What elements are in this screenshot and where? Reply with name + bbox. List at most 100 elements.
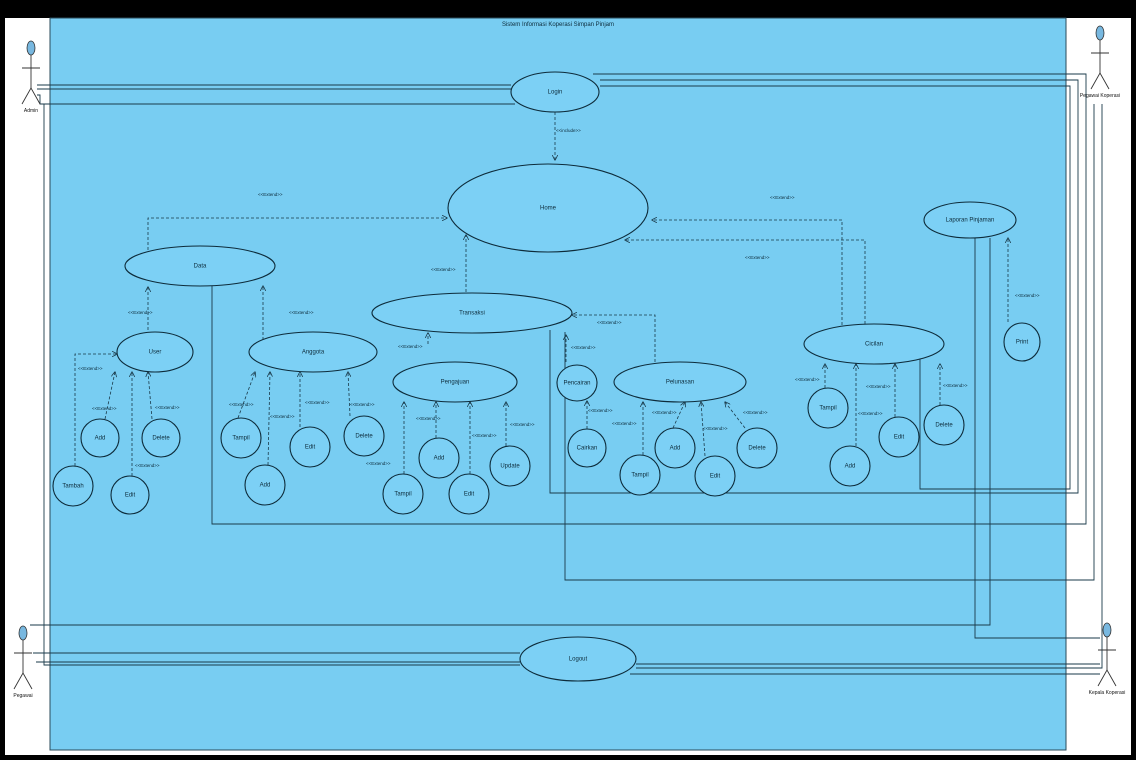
usecase-ellipse	[613, 361, 747, 403]
usecase-anggota: Anggota	[248, 331, 378, 373]
relation-arrow	[725, 402, 746, 429]
usecase-label: Delete	[748, 446, 766, 452]
usecase-ellipse	[519, 636, 637, 682]
usecase-label: Add	[670, 446, 681, 452]
usecase-ellipse	[343, 415, 385, 457]
usecase-label: Delete	[355, 434, 373, 440]
relation-arrow	[625, 240, 866, 324]
usecase-l_tampil: Tampil	[619, 454, 661, 496]
usecase-pelunasan: Pelunasan	[613, 361, 747, 403]
usecase-ellipse	[807, 387, 849, 429]
actor-head	[1102, 622, 1112, 638]
usecase-label: Add	[434, 456, 445, 462]
usecase-ellipse	[654, 427, 696, 469]
relation-label: <<Extend>>	[597, 320, 622, 325]
usecase-label: Tampil	[819, 406, 836, 412]
relation-label: <<Extend>>	[350, 402, 375, 407]
usecase-l_edit: Edit	[694, 455, 736, 497]
association-line	[600, 85, 1071, 490]
usecase-laporan: Laporan Pinjaman	[923, 201, 1017, 239]
usecase-ellipse	[489, 445, 531, 487]
actor-label: Kepala Koperasi	[1089, 690, 1126, 696]
usecase-u_edit: Edit	[110, 475, 150, 515]
usecase-ellipse	[141, 418, 181, 458]
relation-arrow	[572, 315, 656, 362]
relation-label: <<Extend>>	[795, 377, 820, 382]
usecase-label: Pencairan	[563, 381, 590, 387]
usecase-ellipse	[392, 361, 518, 403]
relation-label: <<include>>	[556, 128, 581, 133]
usecase-ellipse	[248, 331, 378, 373]
usecase-label: Transaksi	[459, 311, 485, 317]
actor-admin: Admin	[21, 40, 41, 114]
relation-label: <<Extend>>	[866, 384, 891, 389]
usecase-label: Home	[540, 206, 557, 212]
usecase-ci_edit: Edit	[878, 416, 920, 458]
relation-arrow	[268, 372, 270, 466]
usecase-label: Anggota	[302, 350, 325, 356]
usecase-ellipse	[923, 404, 965, 446]
usecase-login: Login	[510, 71, 600, 113]
usecase-ellipse	[124, 245, 276, 287]
usecase-ellipse	[829, 445, 871, 487]
relation-label: <<Extend>>	[229, 402, 254, 407]
usecase-label: User	[149, 350, 162, 356]
usecase-u_tambah: Tambah	[52, 465, 94, 507]
actor-legs	[1090, 72, 1110, 90]
relation-label: <<Extend>>	[943, 383, 968, 388]
actor-pegawai: Pegawai Koperasi	[1080, 25, 1120, 99]
usecase-label: Laporan Pinjaman	[946, 218, 995, 224]
usecase-ellipse	[694, 455, 736, 497]
association-line	[636, 104, 1103, 669]
relation-label: <<Extend>>	[270, 414, 295, 419]
actor-legs	[13, 672, 33, 690]
usecase-a_delete: Delete	[343, 415, 385, 457]
usecase-label: Add	[95, 436, 106, 442]
usecase-ellipse	[244, 464, 286, 506]
usecase-l_add: Add	[654, 427, 696, 469]
relation-arrow	[104, 372, 115, 420]
relation-arrow	[148, 372, 153, 420]
relation-label: <<Extend>>	[571, 345, 596, 350]
association-line	[974, 232, 1100, 639]
usecase-ellipse	[52, 465, 94, 507]
actor-pegmel: Pegawai	[13, 625, 33, 699]
usecase-label: Delete	[935, 423, 953, 429]
association-line	[30, 238, 991, 626]
actor-legs	[21, 87, 41, 105]
usecase-u_delete: Delete	[141, 418, 181, 458]
relation-label: <<Extend>>	[652, 410, 677, 415]
usecase-label: Cairkan	[577, 446, 598, 452]
relation-label: <<Extend>>	[431, 267, 456, 272]
usecase-pengajuan: Pengajuan	[392, 361, 518, 403]
usecase-a_edit: Edit	[289, 426, 331, 468]
actor-label: Pegawai	[13, 693, 32, 699]
usecase-label: Add	[260, 483, 271, 489]
usecase-label: Add	[845, 464, 856, 470]
actor-head	[26, 40, 36, 56]
usecase-ellipse	[878, 416, 920, 458]
relation-label: <<Extend>>	[588, 408, 613, 413]
relation-label: <<Extend>>	[1015, 293, 1040, 298]
relation-label: <<Extend>>	[398, 344, 423, 349]
usecase-label: Edit	[305, 445, 316, 451]
relation-label: <<Extend>>	[305, 400, 330, 405]
usecase-user: User	[116, 331, 194, 373]
relation-label: <<Extend>>	[472, 433, 497, 438]
usecase-ellipse	[110, 475, 150, 515]
usecase-ellipse	[382, 473, 424, 515]
usecase-label: Edit	[710, 474, 721, 480]
usecase-a_tampil: Tampil	[220, 417, 262, 459]
relation-arrow	[147, 218, 447, 250]
relation-label: <<Extend>>	[92, 406, 117, 411]
relation-label: <<Extend>>	[289, 310, 314, 315]
usecase-ellipse	[1003, 322, 1041, 362]
usecase-ci_add: Add	[829, 445, 871, 487]
usecase-label: Tambah	[62, 484, 83, 490]
relation-label: <<Extend>>	[78, 366, 103, 371]
usecase-cicilan: Cicilan	[803, 323, 945, 365]
actor-head	[1095, 25, 1105, 41]
usecase-label: Login	[548, 90, 563, 96]
usecase-ellipse	[736, 427, 778, 469]
association-line	[37, 94, 515, 105]
